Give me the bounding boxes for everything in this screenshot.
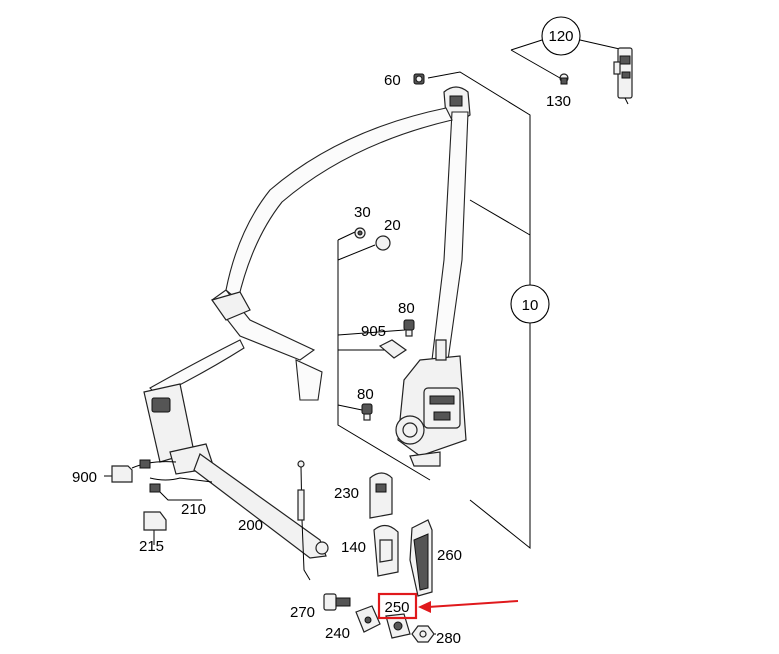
- label-80-lower: 80: [357, 386, 374, 403]
- part-80-bolt-upper: [403, 319, 415, 337]
- label-130: 130: [546, 93, 571, 110]
- label-240: 240: [325, 625, 350, 642]
- label-270: 270: [290, 604, 315, 621]
- part-140-cover: [373, 524, 399, 577]
- label-120: 120: [548, 28, 573, 45]
- label-260: 260: [437, 547, 462, 564]
- leader-lines: [104, 39, 625, 635]
- label-200: 200: [238, 517, 263, 534]
- part-905-clip: [378, 339, 408, 359]
- highlight-arrow-line: [427, 600, 519, 608]
- part-250-pretensioner: [385, 613, 411, 639]
- label-250: 250: [384, 599, 409, 616]
- label-80-upper: 80: [398, 300, 415, 317]
- anchor-cable: [297, 460, 311, 581]
- label-905: 905: [361, 323, 386, 340]
- label-230: 230: [334, 485, 359, 502]
- callout-10: 10: [510, 284, 550, 324]
- label-60: 60: [384, 72, 401, 89]
- label-140: 140: [341, 539, 366, 556]
- part-240-bracket: [355, 605, 381, 633]
- part-120-height-adjuster: [613, 47, 633, 105]
- part-215-connector: [143, 511, 167, 531]
- callout-120: 120: [541, 16, 581, 56]
- label-30: 30: [354, 204, 371, 221]
- part-20-cap: [375, 235, 391, 251]
- part-260-trim: [409, 519, 433, 597]
- label-900: 900: [72, 469, 97, 486]
- highlight-box: [377, 592, 418, 620]
- highlight-250[interactable]: 250: [377, 592, 519, 620]
- label-210: 210: [181, 501, 206, 518]
- retractor-assembly: [395, 339, 467, 467]
- wire-harness: [131, 459, 213, 501]
- part-270-bolt: [323, 593, 351, 611]
- highlight-arrow-head: [418, 601, 431, 613]
- label-280: 280: [436, 630, 461, 647]
- part-130-bolt: [559, 73, 569, 85]
- part-230-cover: [369, 472, 393, 519]
- part-30-grommet: [354, 227, 366, 239]
- part-80-bolt-lower: [361, 403, 373, 421]
- part-900-connector: [111, 465, 133, 483]
- label-215: 215: [139, 538, 164, 555]
- label-20: 20: [384, 217, 401, 234]
- buckle-assembly: [143, 383, 329, 559]
- part-60-bolt: [413, 73, 425, 85]
- belt-webbing: [149, 107, 469, 401]
- label-10: 10: [522, 297, 539, 314]
- part-280-nut: [411, 625, 435, 643]
